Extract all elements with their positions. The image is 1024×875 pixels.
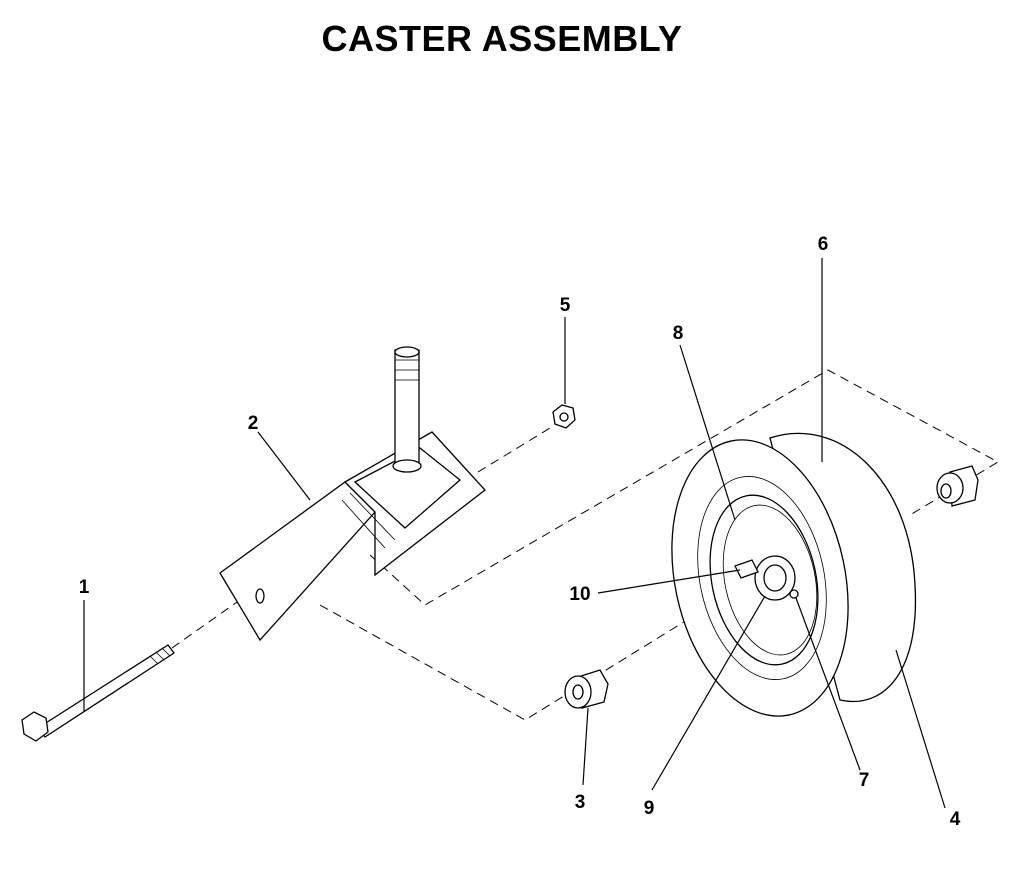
leader-lines xyxy=(83,258,946,809)
page-title: CASTER ASSEMBLY xyxy=(321,18,683,59)
callout-3: 3 xyxy=(575,792,586,813)
callout-7: 7 xyxy=(859,770,870,791)
callout-8: 8 xyxy=(673,323,684,344)
caster-fork-part xyxy=(219,346,486,642)
spacer-bushing-rear xyxy=(936,465,979,507)
spacer-bushing-front xyxy=(564,669,609,709)
bolt-part xyxy=(21,644,175,742)
nut-part xyxy=(552,404,576,429)
callout-2: 2 xyxy=(248,413,259,434)
callout-1: 1 xyxy=(79,577,90,598)
callout-labels: 1 2 3 4 5 6 7 8 9 10 xyxy=(79,234,961,830)
hub-part xyxy=(734,555,799,601)
callout-9: 9 xyxy=(644,798,655,819)
callout-5: 5 xyxy=(560,295,571,316)
callout-6: 6 xyxy=(818,234,829,255)
callout-10: 10 xyxy=(569,584,590,605)
callout-4: 4 xyxy=(950,809,961,830)
